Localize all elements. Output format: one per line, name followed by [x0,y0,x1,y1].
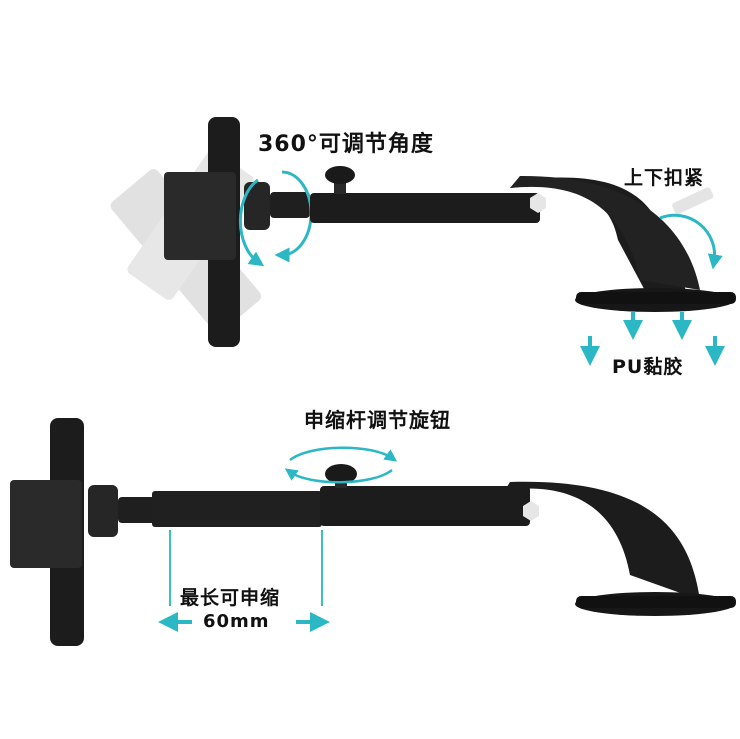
top-mount-view [110,117,736,366]
clamp-label: 上下扣紧 [624,167,705,189]
pu-down-arrows [580,312,725,366]
knob-label: 申缩杆调节旋钮 [304,408,451,432]
bottom-mount-view [10,418,736,646]
extend-length-label: 60mm [203,611,270,632]
angle-label: 360°可调节角度 [258,132,434,157]
pu-adhesive-label: PU黏胶 [612,356,684,378]
max-extend-label: 最长可申缩 [180,587,281,609]
